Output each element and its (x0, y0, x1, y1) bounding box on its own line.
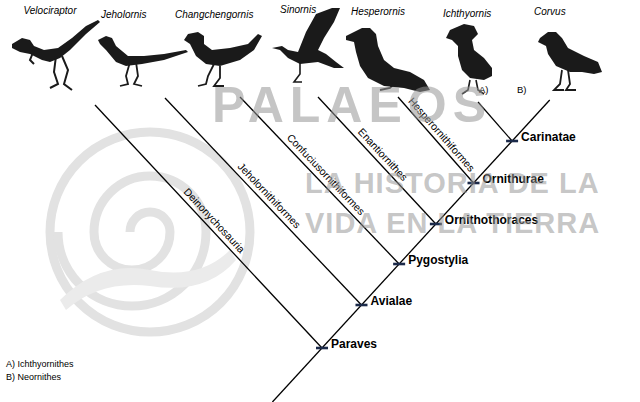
note-text: B) Neornithes (6, 373, 61, 383)
watermark-text: PALAEOS (212, 78, 492, 133)
taxon-name: Velociraptor (24, 5, 77, 16)
node-tick (355, 304, 367, 307)
clade-name: Paraves (331, 338, 377, 351)
taxon-name: Jeholornis (101, 9, 147, 20)
taxon-name: Sinornis (280, 4, 316, 15)
watermark-text: LA HISTORIA DE LA (305, 168, 600, 200)
watermark-text: VIDA EN LA TIERRA (305, 208, 600, 240)
clade-name: Avialae (370, 295, 412, 308)
taxon-name: Corvus (534, 6, 566, 17)
note-text: A) Ichthyornithes (6, 360, 74, 370)
branch-label: Deinonychosauria (181, 186, 247, 255)
node-tick (393, 263, 405, 266)
clade-name: Pygostylia (408, 254, 468, 267)
trunk-line (272, 100, 549, 402)
clade-name: Carinatae (521, 131, 576, 144)
node-tick (316, 347, 328, 350)
taxon-name: Ichthyornis (443, 8, 491, 19)
branch-letter: B) (517, 85, 527, 95)
taxon-name: Changchengornis (175, 9, 253, 20)
node-tick (506, 140, 518, 143)
taxon-name: Hesperornis (351, 6, 405, 17)
